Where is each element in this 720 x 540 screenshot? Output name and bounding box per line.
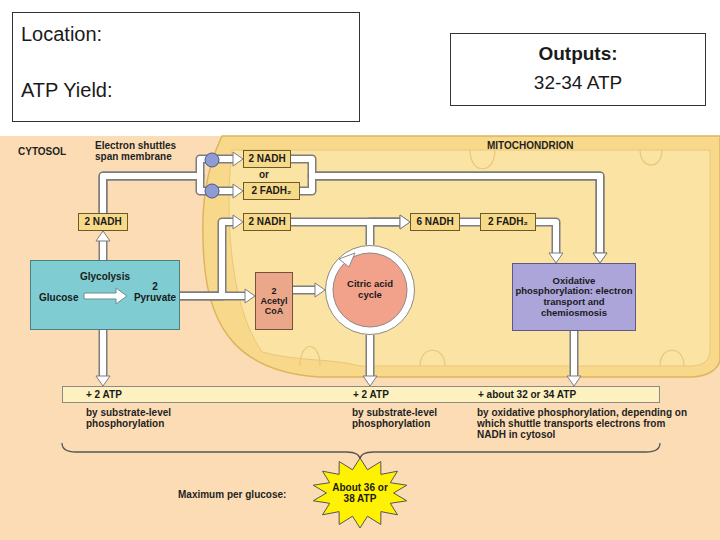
connector-line xyxy=(460,219,480,225)
starburst-shape xyxy=(313,458,407,528)
node-text: ATP Yield: xyxy=(21,79,113,101)
node-text: 2 NADH xyxy=(248,153,285,164)
note-label: by substrate-level phosphorylation xyxy=(86,407,208,429)
arrow-head xyxy=(315,283,325,297)
connector-outline xyxy=(291,218,401,227)
carrier-box: 6 NADH xyxy=(410,213,460,231)
note-label: or xyxy=(259,169,269,180)
arrow-head xyxy=(593,253,607,263)
connector-line xyxy=(291,219,401,225)
arrow-head xyxy=(400,215,410,229)
connector-line xyxy=(293,287,316,293)
note-label: by oxidative phosphorylation, depending … xyxy=(477,407,692,440)
total-bracket xyxy=(62,443,660,460)
carrier-box: 2 NADH xyxy=(243,150,291,168)
mitochondrion-matrix xyxy=(229,150,710,366)
arrow-head xyxy=(96,376,110,386)
node-text: 2 FADH₂ xyxy=(488,216,528,227)
connector-line xyxy=(100,330,106,377)
shuttle-protein xyxy=(205,153,219,167)
connector-outline xyxy=(300,176,600,254)
connector-line xyxy=(180,222,234,296)
connector-line xyxy=(100,240,106,260)
arrow-head xyxy=(593,253,607,263)
node-text: 2 FADH₂ xyxy=(251,185,291,196)
node-text: 6 NADH xyxy=(416,216,453,227)
node-text: + 2 ATP xyxy=(86,389,122,400)
connector-outline xyxy=(99,330,108,377)
connector-outline xyxy=(460,218,480,227)
node-text: 2 NADH xyxy=(248,216,285,227)
region-label: CYTOSOL xyxy=(18,146,66,157)
arrow-head xyxy=(363,376,377,386)
node-text: Citric acid cycle xyxy=(344,279,396,300)
connector-line xyxy=(300,176,600,254)
connector-line xyxy=(291,159,600,254)
node-text: 2 Pyruvate xyxy=(131,281,179,303)
mitochondrion-shape xyxy=(203,136,720,377)
cristae-folds xyxy=(300,150,684,366)
node-text: 2 Acetyl CoA xyxy=(258,286,290,316)
node-text: About 36 or 38 ATP xyxy=(332,482,388,504)
cytosol-background xyxy=(0,136,720,540)
arrow-head xyxy=(96,231,110,241)
connector-outline xyxy=(180,222,234,296)
node-text: 2 NADH xyxy=(84,216,121,227)
cycle-arrowhead xyxy=(339,253,355,267)
connector-outline xyxy=(291,159,600,254)
node-text: 32-34 ATP xyxy=(451,72,705,93)
connector-line xyxy=(536,222,556,254)
connector-line xyxy=(370,222,401,245)
connector-line xyxy=(571,331,577,377)
arrow-head xyxy=(233,184,243,198)
carrier-box: 2 FADH₂ xyxy=(243,182,300,200)
connector-outline xyxy=(99,240,108,260)
cycle-circle: Citric acid cycle xyxy=(325,245,415,335)
connector-outline xyxy=(366,335,375,377)
node-text: Oxidative phosphorylation: electron tran… xyxy=(515,276,633,319)
node-text: Location: xyxy=(21,23,102,45)
arrow-head xyxy=(400,215,410,229)
shuttle-protein xyxy=(205,184,219,198)
glucose-arrow xyxy=(84,288,127,304)
carrier-box: 2 NADH xyxy=(243,213,291,231)
node-text: Glycolysis xyxy=(31,271,179,282)
process-box: Oxidative phosphorylation: electron tran… xyxy=(512,263,636,331)
note-label: Electron shuttles span membrane xyxy=(95,140,195,162)
arrow-head xyxy=(567,376,581,386)
carrier-box: 2 FADH₂ xyxy=(480,213,536,231)
connector-outline xyxy=(293,286,316,295)
cycle-core xyxy=(333,253,407,327)
process-box: 2 Acetyl CoA xyxy=(255,272,293,330)
connector-line xyxy=(103,176,234,213)
connector-outline xyxy=(536,222,556,254)
info-box: Location: ATP Yield: xyxy=(12,12,360,122)
region-label: MITOCHONDRION xyxy=(487,140,573,151)
node-text: Glucose xyxy=(39,292,78,303)
arrow-head xyxy=(233,152,243,166)
note-label: Maximum per glucose: xyxy=(178,489,286,500)
arrow-head xyxy=(549,253,563,263)
node-text: Outputs: xyxy=(451,43,705,64)
connector-outline xyxy=(570,331,579,377)
connector-outline xyxy=(103,176,234,213)
total-starburst: About 36 or 38 ATP xyxy=(312,458,408,528)
node-text: + about 32 or 34 ATP xyxy=(478,389,576,400)
cycle-ring-edge xyxy=(326,246,415,335)
arrow-head xyxy=(245,289,255,303)
connector-line xyxy=(367,335,373,377)
output-band: + 2 ATP + 2 ATP + about 32 or 34 ATP xyxy=(62,386,660,403)
arrow-head xyxy=(233,215,243,229)
outputs-box: Outputs: 32-34 ATP xyxy=(450,33,706,106)
carrier-box: 2 NADH xyxy=(78,213,128,231)
note-label: by substrate-level phosphorylation xyxy=(352,407,474,429)
node-text: + 2 ATP xyxy=(353,389,389,400)
